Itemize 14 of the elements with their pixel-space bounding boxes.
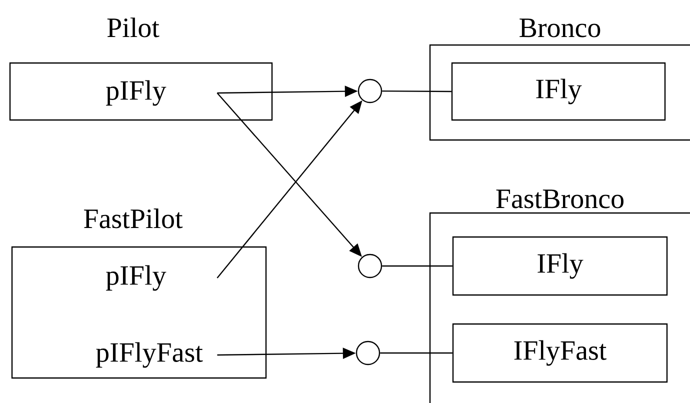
connector xyxy=(382,90,452,92)
interface-circle xyxy=(358,254,382,278)
node-label: Pilot xyxy=(107,18,160,38)
port-label: pIFly xyxy=(106,265,166,291)
port-label: pIFly xyxy=(106,80,166,106)
node-label: FastPilot xyxy=(84,208,183,228)
interface-circle xyxy=(358,78,382,104)
port-label: pIFlyFast xyxy=(96,342,203,368)
connector xyxy=(380,352,452,354)
interface-box: IFly xyxy=(451,62,666,121)
interface-box: IFly xyxy=(452,236,668,296)
connector xyxy=(382,265,452,267)
interface-box: IFlyFast xyxy=(452,323,668,383)
interface-circle xyxy=(356,340,380,366)
